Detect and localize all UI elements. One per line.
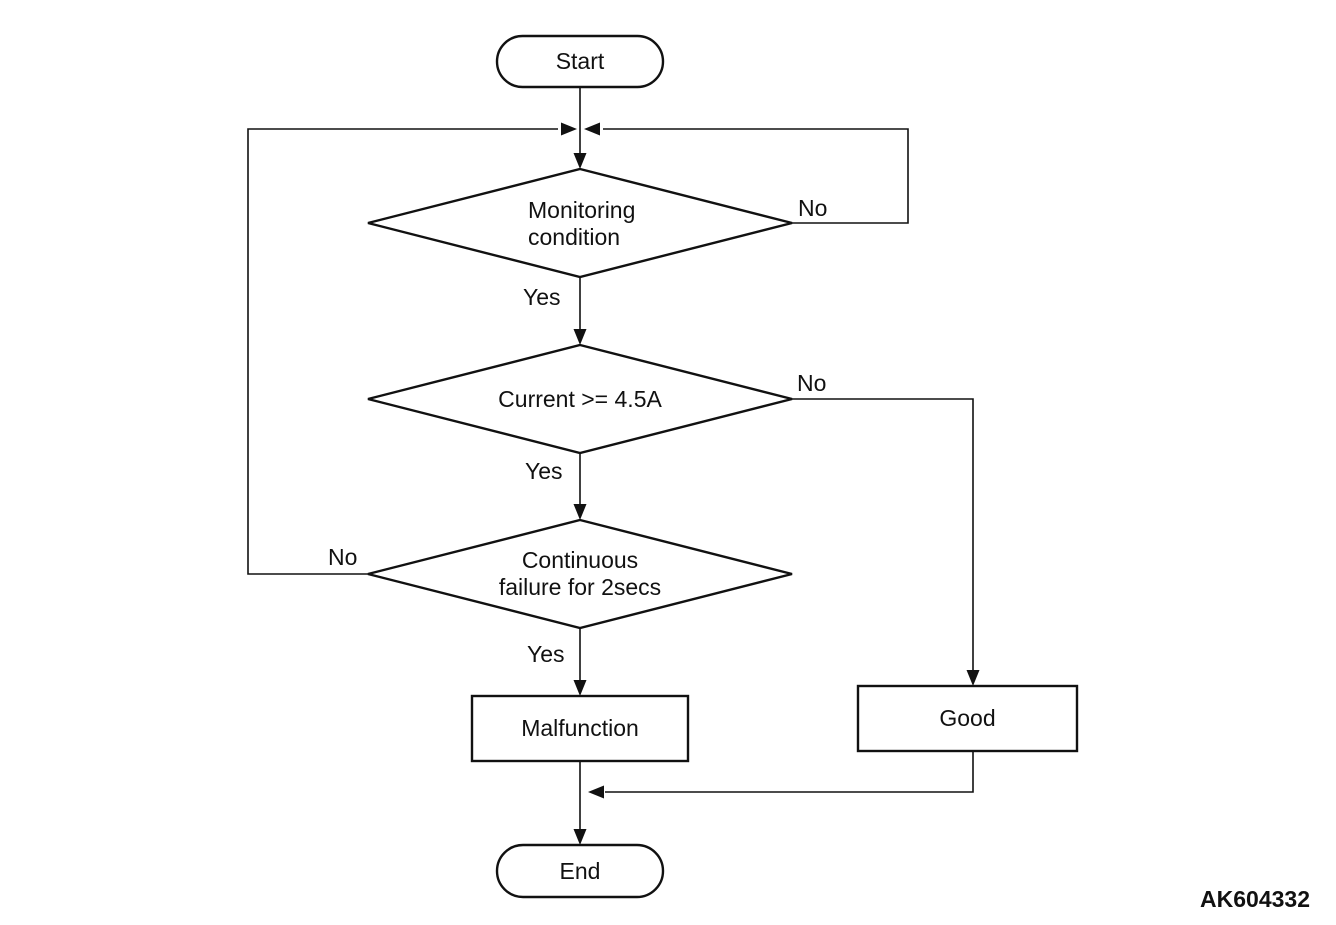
arrowhead-merge-right [561, 122, 577, 136]
arrowhead-merge-left [584, 122, 600, 136]
monitoring-label-line2: condition [528, 224, 621, 250]
edge-current-no-to-good [792, 398, 974, 670]
monitoring-label-line1: Monitoring [528, 197, 636, 223]
arrowhead-junction-left [588, 785, 604, 799]
edge-label-current-yes: Yes [525, 458, 563, 484]
continuous-label-line1: Continuous [521, 547, 639, 573]
arrowhead-into-malfunction [573, 680, 587, 696]
start-node-shape [495, 34, 665, 89]
arrowhead-into-continuous [573, 504, 587, 520]
monitoring-decision-shape [367, 167, 793, 279]
arrowhead-into-current [573, 329, 587, 345]
edge-label-monitoring-no: No [798, 195, 828, 221]
continuous-label-line2: failure for 2secs [498, 574, 662, 600]
figure-code: AK604332 [1200, 886, 1310, 912]
good-label: Good [939, 705, 996, 731]
edge-continuous-no-loop [247, 128, 558, 575]
edge-label-monitoring-yes: Yes [523, 284, 561, 310]
start-label: Start [555, 48, 605, 74]
current-decision-label: Current >= 4.5A [498, 386, 662, 412]
edge-label-continuous-no: No [328, 544, 358, 570]
edge-monitoring-no-loop [603, 128, 909, 224]
malfunction-label: Malfunction [521, 715, 639, 741]
continuous-decision-shape [367, 518, 793, 630]
end-label: End [559, 857, 601, 884]
malfunction-node-shape [470, 694, 690, 763]
arrowhead-into-end [573, 829, 587, 845]
arrowhead-into-good [966, 670, 980, 686]
current-decision-shape [367, 343, 793, 455]
edge-label-continuous-yes: Yes [527, 641, 565, 667]
arrowhead-into-monitoring [573, 153, 587, 169]
good-node-shape [856, 684, 1079, 753]
edge-good-to-junction [605, 751, 974, 793]
edge-label-current-no: No [797, 370, 827, 396]
end-node-shape [495, 843, 665, 899]
